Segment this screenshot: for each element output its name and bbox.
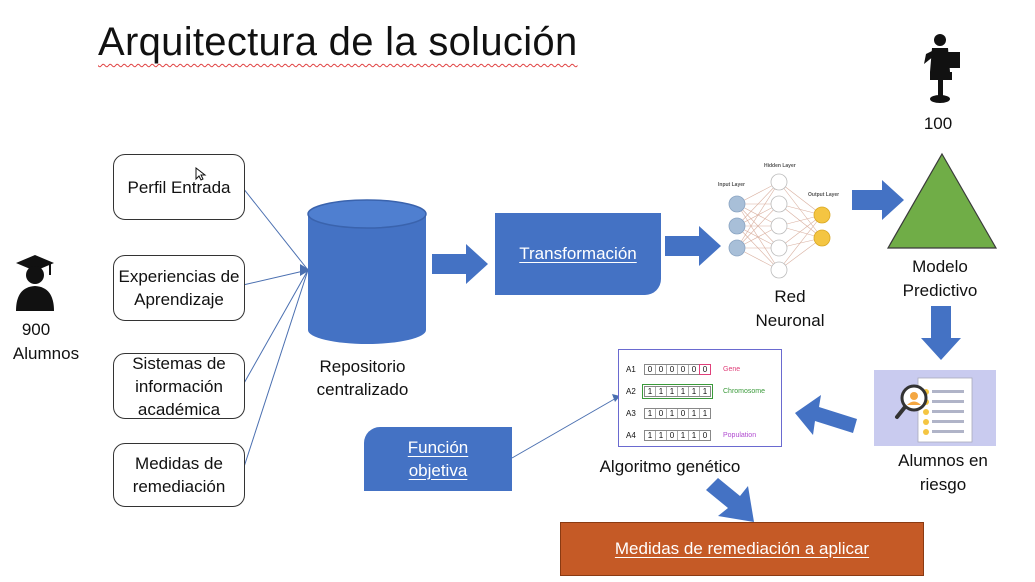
arrow-left [795,395,857,435]
bit: 0 [689,364,700,374]
bit: 1 [702,408,708,418]
source-sistemas-informacion: Sistemas de información académica [113,353,245,419]
bit: 1 [689,408,700,418]
bit: 0 [678,408,689,418]
bit: 1 [656,430,667,440]
bit: 1 [667,408,678,418]
ga-row: A1 0 0 0 0 0 0 Gene [626,358,765,380]
arrow-right [665,226,721,266]
bit: 1 [645,430,656,440]
row-id: A3 [626,408,636,418]
bit: 0 [645,364,656,374]
source-label: Sistemas de información académica [132,353,226,419]
ga-row: A3 1 0 1 0 1 1 [626,402,765,424]
bit: 0 [667,430,678,440]
teacher-count: 100 [923,114,953,133]
ga-row: A4 1 1 0 1 1 0 Population [626,424,765,446]
bit: 0 [667,364,678,374]
model-label: Modelo Predictivo [902,257,978,300]
students-count: 900 [21,320,51,339]
source-label: Medidas de remediación [132,454,226,496]
remediation-actions-label: Medidas de remediación a aplicar [614,539,870,558]
row-id: A2 [626,386,636,396]
arrow-right [852,180,904,220]
bit: 0 [656,364,667,374]
input-layer-caption: Input Layer [718,182,745,188]
transformation-label: Transformación [519,244,637,263]
row-id: A4 [626,430,636,440]
bit: 1 [656,386,667,396]
genetic-algorithm-chart [618,349,782,447]
cursor-icon [195,167,207,181]
hidden-layer-caption: Hidden Layer [764,163,796,169]
neural-network-label: Red Neuronal [755,287,825,330]
bit: 1 [645,386,656,396]
objective-function-box: Función objetiva [364,427,512,491]
source-experiencias-aprendizaje: Experiencias de Aprendizaje [113,255,245,321]
arrow-down [921,306,961,360]
database-cylinder [307,199,427,344]
output-layer-caption: Output Layer [808,192,840,198]
chromosome-caption: Chromosome [723,387,766,395]
transformation-box: Transformación [495,213,661,295]
objective-label: Función objetiva [407,438,469,480]
seated-person-icon [924,34,960,103]
bit: 1 [678,386,689,396]
bit: 0 [656,408,667,418]
page-title: Arquitectura de la solución [98,20,578,64]
source-perfil-entrada: Perfil Entrada [113,154,245,220]
bit: 1 [702,386,708,396]
bit: 0 [702,430,708,440]
gene-caption: Gene [723,365,741,373]
gene-bit: 0 [699,363,711,375]
source-medidas-remediacion: Medidas de remediación [113,443,245,507]
neural-network-graph [728,173,831,279]
row-id: A1 [626,364,636,374]
bit: 1 [645,408,656,418]
bit: 0 [678,364,689,374]
students-label: Alumnos [12,344,80,363]
bit: 1 [689,430,700,440]
document-search-icon [895,377,973,443]
predictive-model-triangle [886,152,998,249]
bit: 1 [689,386,700,396]
population-caption: Population [723,431,757,439]
bit: 1 [678,430,689,440]
source-label: Perfil Entrada [127,177,231,197]
at-risk-label: Alumnos en riesgo [898,451,988,494]
ga-row: A2 1 1 1 1 1 1 Chromosome [626,380,765,402]
graduate-student-icon [16,255,54,311]
genetic-algorithm-label: Algoritmo genético [599,457,741,476]
bit: 1 [667,386,678,396]
arrow-right [432,244,488,284]
remediation-actions-box: Medidas de remediación a aplicar [560,522,924,576]
genetic-rows: A1 0 0 0 0 0 0 Gene A2 1 1 1 1 1 1 Chrom… [626,358,765,446]
arrow-down-right [706,478,754,522]
source-label: Experiencias de Aprendizaje [118,267,240,309]
repository-label: Repositorio centralizado [316,357,409,399]
